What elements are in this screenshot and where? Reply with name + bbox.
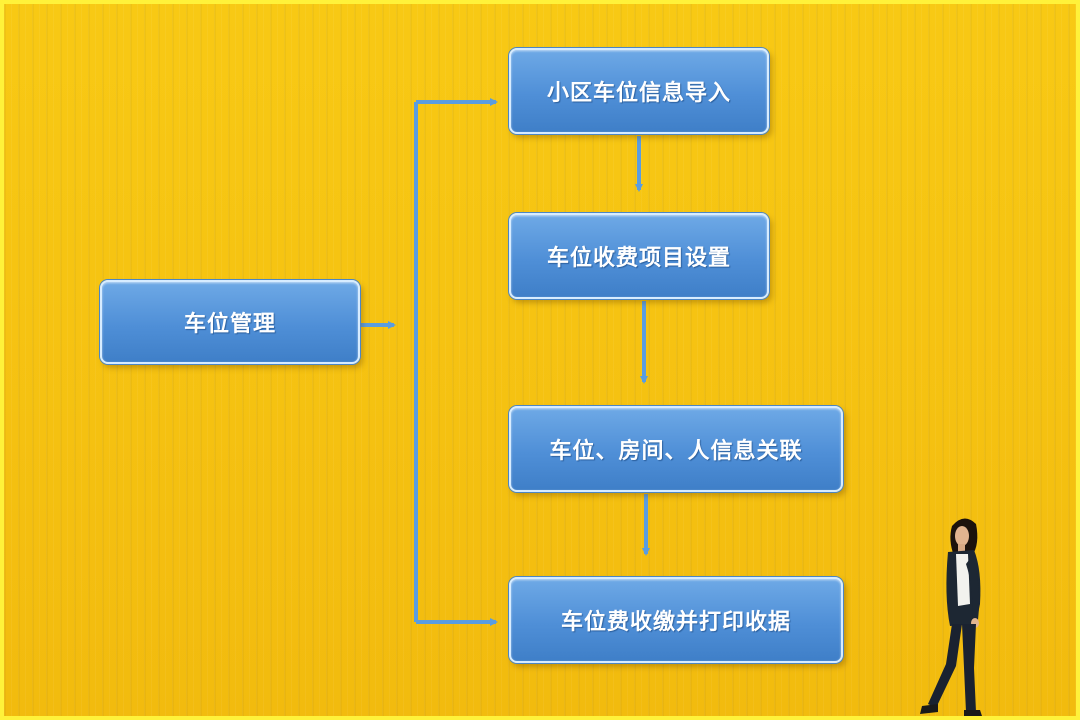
step-node-4: 车位费收缴并打印收据 bbox=[509, 577, 843, 663]
step-node-2: 车位收费项目设置 bbox=[509, 213, 769, 299]
walking-woman-figure bbox=[920, 518, 982, 716]
step-node-1-label: 小区车位信息导入 bbox=[546, 81, 731, 106]
step-node-3: 车位、房间、人信息关联 bbox=[509, 406, 843, 492]
step-node-3-label: 车位、房间、人信息关联 bbox=[549, 439, 803, 464]
step-node-1: 小区车位信息导入 bbox=[509, 48, 769, 134]
connector-lines bbox=[360, 98, 650, 626]
step-node-4-label: 车位费收缴并打印收据 bbox=[560, 610, 791, 635]
root-node: 车位管理 bbox=[100, 280, 360, 364]
step-node-2-label: 车位收费项目设置 bbox=[546, 246, 731, 271]
root-node-label: 车位管理 bbox=[183, 312, 276, 337]
